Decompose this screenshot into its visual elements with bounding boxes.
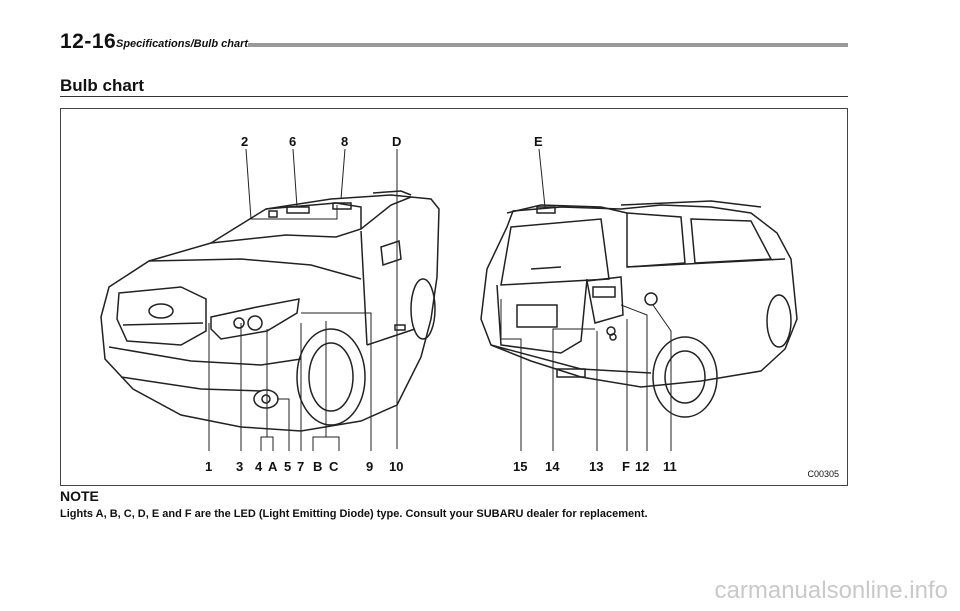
callout-6: 6 [289,134,296,149]
callout-C: C [329,459,339,474]
watermark: carmanualsonline.info [714,577,948,604]
car-illustration: 2 6 8 D E 1 3 4 A 5 7 B C 9 10 15 14 13 … [100,134,798,474]
bulb-chart-figure: 2 6 8 D E 1 3 4 A 5 7 B C 9 10 15 14 13 … [60,108,848,486]
callout-E: E [534,134,543,149]
callout-14: 14 [545,459,560,474]
section-title: Specifications/Bulb chart [116,38,249,50]
header-bar [248,43,848,47]
bottom-callouts: 1 3 4 A 5 7 B C 9 10 15 14 13 F 12 11 [205,459,677,474]
callout-11: 11 [663,459,677,474]
callout-7: 7 [297,459,304,474]
callout-F: F [622,459,630,474]
heading-rule [60,96,848,97]
callout-13: 13 [589,459,603,474]
callout-3: 3 [236,459,243,474]
callout-D: D [392,134,401,149]
top-callouts: 2 6 8 D E [241,134,543,149]
callout-15: 15 [513,459,527,474]
leader-lines [208,148,672,451]
rear-car-drawing [480,200,798,418]
callout-9: 9 [366,459,373,474]
note-text: Lights A, B, C, D, E and F are the LED (… [60,508,648,520]
callout-1: 1 [205,459,212,474]
callout-12: 12 [635,459,649,474]
callout-8: 8 [341,134,348,149]
page-header: 12-16 Specifications/Bulb chart [0,30,850,54]
note-title: NOTE [60,488,99,504]
callout-B: B [313,459,322,474]
page-number: 12-16 [60,30,117,53]
callout-4: 4 [255,459,263,474]
page-heading: Bulb chart [60,76,145,95]
front-car-drawing [100,190,440,432]
callout-10: 10 [389,459,403,474]
callout-2: 2 [241,134,248,149]
callout-A: A [268,459,278,474]
callout-5: 5 [284,459,291,474]
figure-code: C00305 [807,469,839,479]
